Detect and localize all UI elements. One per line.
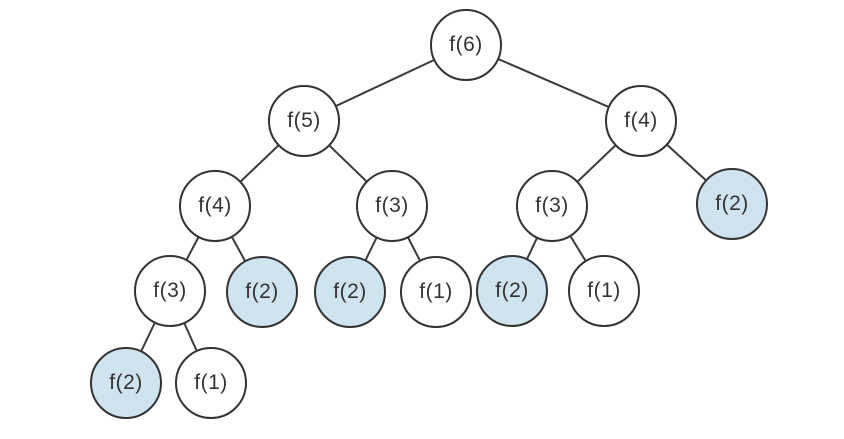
tree-node-f4-left: f(4) (179, 170, 251, 242)
tree-node-f2-d: f(2) (90, 347, 162, 419)
tree-node-label: f(2) (245, 280, 279, 303)
tree-node-f2-b: f(2) (314, 256, 386, 328)
tree-node-f3-leftmost: f(3) (134, 255, 206, 327)
tree-node-label: f(2) (333, 280, 367, 303)
tree-node-label: f(2) (715, 192, 749, 215)
tree-node-label: f(3) (375, 194, 409, 217)
tree-node-f2-rightmost: f(2) (696, 168, 768, 240)
tree-node-label: f(2) (495, 279, 529, 302)
tree-node-label: f(4) (624, 109, 658, 132)
tree-node-f1-a: f(1) (400, 256, 472, 328)
tree-node-f6: f(6) (430, 9, 502, 81)
tree-node-label: f(2) (109, 371, 143, 394)
tree-node-label: f(1) (194, 371, 228, 394)
tree-node-f2-a: f(2) (226, 256, 298, 328)
tree-node-label: f(3) (535, 194, 569, 217)
tree-node-f1-b: f(1) (568, 255, 640, 327)
tree-node-label: f(5) (287, 109, 321, 132)
tree-node-label: f(4) (198, 194, 232, 217)
tree-node-f4-right: f(4) (605, 85, 677, 157)
tree-node-label: f(1) (587, 279, 621, 302)
tree-node-f5: f(5) (268, 85, 340, 157)
tree-node-f2-c: f(2) (476, 255, 548, 327)
tree-node-f1-c: f(1) (175, 347, 247, 419)
tree-node-f3-mid: f(3) (356, 170, 428, 242)
tree-node-label: f(3) (153, 279, 187, 302)
tree-node-f3-right: f(3) (516, 170, 588, 242)
tree-node-label: f(6) (449, 33, 483, 56)
tree-node-label: f(1) (419, 280, 453, 303)
